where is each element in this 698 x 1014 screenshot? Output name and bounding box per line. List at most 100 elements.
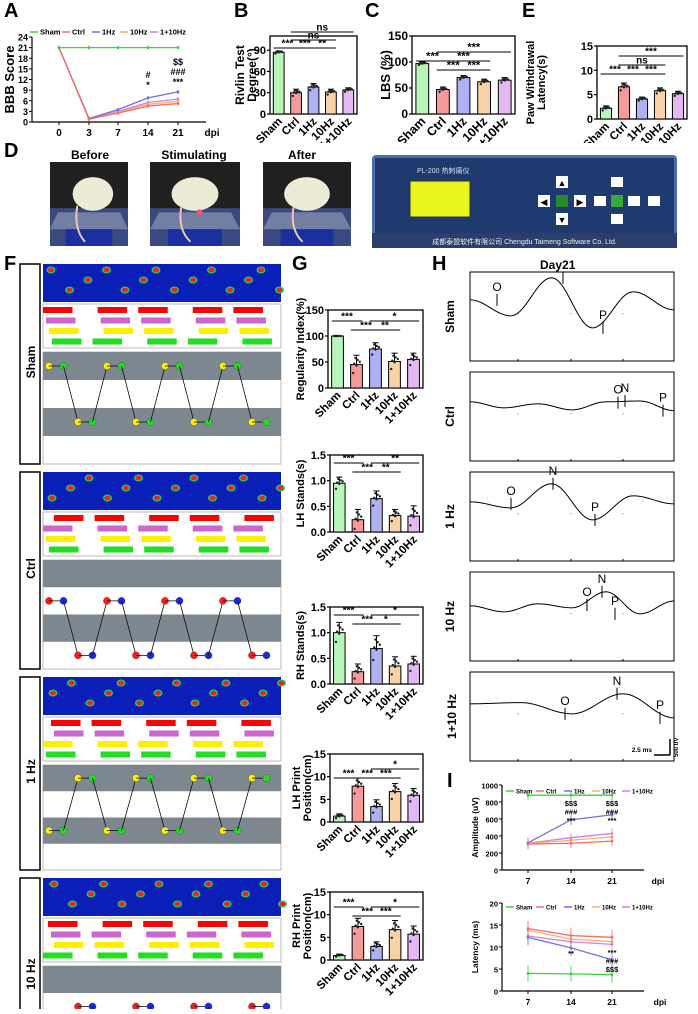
svg-text:***: *** [380,769,392,780]
svg-text:10 Hz: 10 Hz [443,601,457,632]
svg-text:9: 9 [23,86,28,96]
svg-text:*: * [393,760,397,771]
svg-text:Position(cm): Position(cm) [302,754,314,821]
svg-text:O: O [582,585,591,599]
svg-text:*: * [393,312,397,323]
svg-text:LBS (%): LBS (%) [378,50,393,100]
svg-text:**: ** [568,949,574,958]
svg-text:Ctrl: Ctrl [424,114,449,139]
svg-text:***: *** [608,816,617,825]
svg-text:***: *** [361,769,373,780]
svg-text:***: *** [457,51,471,63]
svg-text:LH Stands(s): LH Stands(s) [295,459,307,527]
svg-text:0.5: 0.5 [311,501,326,513]
svg-text:6: 6 [23,96,28,106]
svg-text:24: 24 [18,33,28,43]
svg-text:0: 0 [401,107,408,121]
svg-text:Amplitude (uV): Amplitude (uV) [470,797,480,858]
svg-text:1+10 Hz: 1+10 Hz [445,694,459,739]
svg-text:***: *** [343,606,355,617]
svg-text:###: ### [565,808,578,817]
svg-text:***: *** [467,42,481,54]
svg-text:2.5 ms: 2.5 ms [632,747,653,754]
svg-text:N: N [613,674,622,688]
svg-text:**: ** [318,39,326,50]
svg-text:5: 5 [320,794,326,806]
svg-text:***: *** [426,51,440,63]
svg-text:▲: ▲ [558,178,567,188]
svg-text:0: 0 [320,955,326,967]
svg-text:$$$: $$$ [565,799,578,808]
svg-text:100: 100 [306,331,324,343]
svg-text:10 Hz: 10 Hz [24,958,38,989]
panel-label-d: D [4,140,19,162]
svg-text:150: 150 [306,305,324,317]
svg-text:14: 14 [566,997,576,1007]
panel-label-h: H [432,253,447,275]
svg-text:O: O [492,280,501,294]
svg-text:21: 21 [607,997,617,1007]
svg-text:Sham: Sham [516,906,532,912]
svg-text:7: 7 [115,128,121,139]
svg-text:0: 0 [23,118,28,128]
svg-text:Sham: Sham [516,790,532,796]
svg-text:1Hz: 1Hz [102,28,116,37]
waveform-title: Day21 [540,258,576,272]
svg-text:Ctrl: Ctrl [608,121,630,143]
svg-text:ns: ns [636,56,648,67]
svg-text:1+10Hz: 1+10Hz [632,906,653,912]
svg-text:***: *** [609,65,621,76]
svg-text:0.5: 0.5 [311,653,326,665]
svg-text:0: 0 [587,114,593,126]
svg-text:Degree(°): Degree(°) [245,48,259,101]
svg-text:15: 15 [314,749,326,761]
panel-label-c: C [365,0,380,22]
svg-text:***: *** [282,39,294,50]
svg-text:14: 14 [566,876,576,886]
svg-text:Latency(s): Latency(s) [536,55,548,110]
svg-text:###: ### [606,808,619,817]
svg-text:10: 10 [314,772,326,784]
svg-text:Ctrl: Ctrl [24,558,38,579]
svg-text:1Hz: 1Hz [574,790,585,796]
svg-text:Ctrl: Ctrl [340,390,362,412]
svg-text:O: O [613,383,622,397]
svg-text:***: *** [608,948,617,957]
panel-label-b: B [234,0,249,22]
svg-text:10Hz: 10Hz [602,906,616,912]
panel-label-g: G [292,253,308,275]
svg-text:ns: ns [308,31,320,42]
svg-text:RH Print: RH Print [291,904,303,948]
svg-text:dpi: dpi [654,997,667,1007]
svg-text:***: *** [380,907,392,918]
svg-text:$$: $$ [173,57,183,67]
svg-text:3: 3 [23,107,28,117]
svg-text:**: ** [382,463,390,474]
svg-text:***: *** [361,463,373,474]
svg-text:150: 150 [388,29,408,43]
svg-text:***: *** [627,65,639,76]
photo-title-before: Before [70,148,109,162]
svg-text:15: 15 [581,41,593,53]
svg-text:1 Hz: 1 Hz [24,759,38,784]
svg-text:0.0: 0.0 [311,679,326,691]
svg-text:Ctrl: Ctrl [342,534,364,556]
svg-text:***: *** [447,60,461,72]
svg-text:P: P [611,594,619,608]
svg-text:3: 3 [86,128,92,139]
svg-text:12: 12 [18,75,28,85]
svg-text:0: 0 [56,128,62,139]
svg-text:Paw Withdrawal: Paw Withdrawal [525,41,537,125]
svg-text:0: 0 [318,383,324,395]
svg-text:***: *** [361,907,373,918]
svg-text:N: N [621,381,630,395]
panel-label-e: E [522,0,536,22]
svg-text:***: *** [343,454,355,465]
